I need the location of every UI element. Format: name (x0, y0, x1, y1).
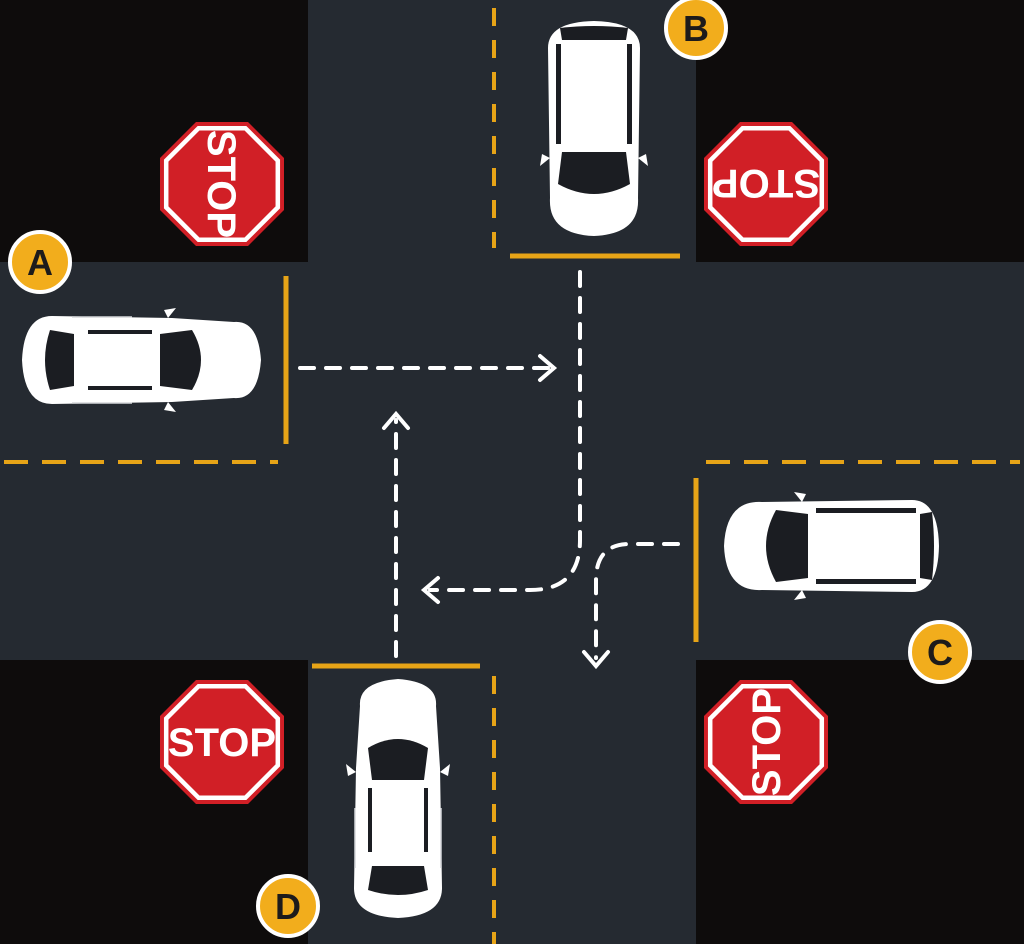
badge-d: D (256, 874, 320, 938)
vehicle-b-minivan-icon (540, 21, 648, 236)
vehicle-d-sedan-icon (345, 678, 451, 919)
badge-a: A (8, 230, 72, 294)
stop-sign-sw-text: STOP (168, 721, 276, 765)
stop-sign-ne: STOP (704, 122, 828, 246)
vehicle-c-minivan-icon (724, 492, 939, 600)
badge-c-label: C (927, 632, 953, 673)
path-c-arrowhead (582, 650, 610, 670)
path-b-right-turn (428, 270, 582, 592)
path-b-arrowhead (420, 576, 440, 604)
badge-d-label: D (275, 886, 301, 927)
path-a-arrowhead (538, 354, 558, 382)
path-c-left-turn (594, 542, 680, 660)
stop-sign-sw: STOP (160, 680, 284, 804)
badge-b-label: B (683, 8, 709, 49)
badge-b: B (664, 0, 728, 60)
badge-c: C (908, 620, 972, 684)
stop-sign-se: STOP (704, 680, 828, 804)
stop-sign-nw-text: STOP (199, 130, 243, 238)
vehicle-a-sedan-icon (21, 307, 262, 413)
stop-sign-se-text: STOP (745, 688, 789, 796)
stop-sign-nw: STOP (160, 122, 284, 246)
stop-sign-ne-text: STOP (712, 161, 820, 205)
badge-a-label: A (27, 242, 53, 283)
path-d-arrowhead (382, 410, 410, 430)
